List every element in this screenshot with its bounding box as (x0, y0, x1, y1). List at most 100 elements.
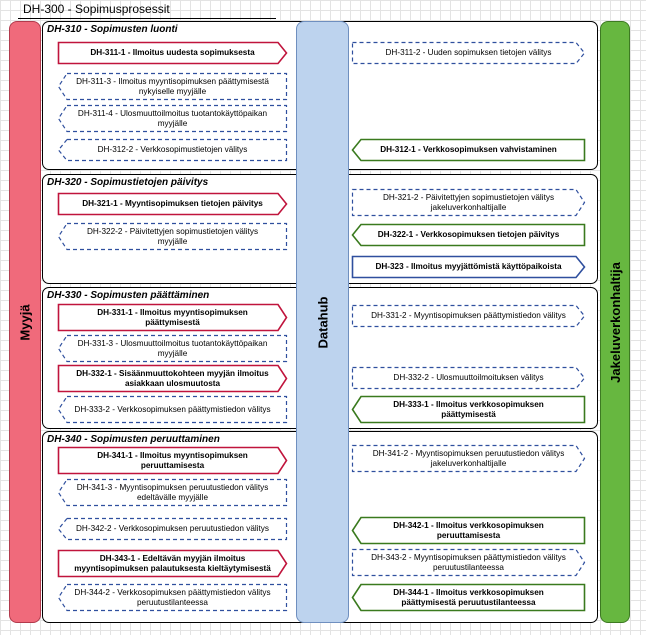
arrow-shape (57, 222, 288, 251)
message-label: DH-333-1 - Ilmoitus verkkosopimuksen pää… (393, 399, 544, 419)
message-label: DH-322-1 - Verkkosopimuksen tietojen päi… (377, 230, 560, 239)
message-label: DH-311-1 - Ilmoitus uudesta sopimuksesta (90, 48, 255, 57)
arrow-shape (351, 41, 586, 65)
message-arrow-dh-323: DH-323 - Ilmoitus myyjättömistä käyttöpa… (351, 255, 586, 279)
message-arrow-dh-343-2: DH-343-2 - Myyntisopimuksen päättymistie… (351, 548, 586, 577)
lane-distributor: Jakeluverkonhaltija (600, 21, 630, 623)
arrow-shape (57, 303, 288, 332)
arrow-outline (57, 192, 288, 216)
message-label: DH-342-1 - Ilmoitus verkkosopimuksen per… (393, 520, 544, 540)
message-arrow-dh-332-1: DH-332-1 - Sisäänmuuttokohteen myyjän il… (57, 364, 288, 393)
arrow-outline (351, 366, 586, 390)
arrow-shape (351, 138, 586, 162)
message-label: DH-332-1 - Sisäänmuuttokohteen myyjän il… (76, 368, 269, 388)
arrow-shape (351, 516, 586, 545)
section-title-310: DH-310 - Sopimusten luonti (47, 24, 178, 35)
arrow-outline (351, 583, 586, 612)
message-label: DH-343-2 - Myyntisopimuksen päättymistie… (371, 552, 566, 572)
message-label: DH-321-1 - Myyntisopimuksen tietojen päi… (82, 199, 263, 208)
message-arrow-dh-321-2: DH-321-2 - Päivitettyjen sopimustietojen… (351, 188, 586, 217)
arrow-outline (57, 334, 288, 363)
message-arrow-dh-341-2: DH-341-2 - Myyntisopimuksen peruutustied… (351, 444, 586, 473)
message-arrow-dh-342-2: DH-342-2 - Verkkosopimuksen peruutustied… (57, 517, 288, 541)
arrow-outline (57, 303, 288, 332)
message-arrow-dh-321-1: DH-321-1 - Myyntisopimuksen tietojen päi… (57, 192, 288, 216)
message-label: DH-344-1 - Ilmoitus verkkosopimuksen pää… (393, 587, 544, 607)
arrow-outline (351, 188, 586, 217)
arrow-shape (351, 188, 586, 217)
arrow-shape (57, 517, 288, 541)
arrow-shape (57, 72, 288, 101)
arrow-shape (351, 444, 586, 473)
message-arrow-dh-344-2: DH-344-2 - Verkkosopimuksen päättymistie… (57, 583, 288, 612)
section-title-330: DH-330 - Sopimusten päättäminen (47, 290, 210, 301)
arrow-shape (57, 478, 288, 507)
arrow-shape (57, 334, 288, 363)
section-title-320: DH-320 - Sopimustietojen päivitys (47, 177, 209, 188)
arrow-outline (57, 478, 288, 507)
message-label: DH-343-1 - Edeltävän myyjän ilmoitus myy… (74, 553, 271, 573)
message-label: DH-323 - Ilmoitus myyjättömistä käyttöpa… (375, 262, 562, 271)
arrow-shape (351, 583, 586, 612)
arrow-outline (351, 41, 586, 65)
arrow-outline (351, 255, 586, 279)
message-label: DH-332-2 - Ulosmuuttoilmoituksen välitys (393, 373, 544, 382)
message-arrow-dh-331-2: DH-331-2 - Myyntisopimuksen päättymistie… (351, 304, 586, 328)
message-label: DH-331-2 - Myyntisopimuksen päättymistie… (371, 311, 566, 320)
message-label: DH-312-2 - Verkkosopimustietojen välitys (97, 145, 248, 154)
arrow-shape (57, 549, 288, 578)
message-label: DH-312-1 - Verkkosopimuksen vahvistamine… (380, 145, 557, 154)
message-arrow-dh-311-2: DH-311-2 - Uuden sopimuksen tietojen väl… (351, 41, 586, 65)
message-arrow-dh-322-2: DH-322-2 - Päivitettyjen sopimustietojen… (57, 222, 288, 251)
message-arrow-dh-311-3: DH-311-3 - Ilmoitus myyntisopimuksen pää… (57, 72, 288, 101)
message-arrow-dh-342-1: DH-342-1 - Ilmoitus verkkosopimuksen per… (351, 516, 586, 545)
arrow-shape (57, 364, 288, 393)
message-arrow-dh-311-4: DH-311-4 - Ulosmuuttoilmoitus tuotantokä… (57, 104, 288, 133)
message-label: DH-311-3 - Ilmoitus myyntisopimuksen pää… (76, 76, 269, 96)
page-title: DH-300 - Sopimusprosessit (23, 2, 170, 16)
message-label: DH-311-2 - Uuden sopimuksen tietojen väl… (385, 48, 552, 57)
message-arrow-dh-312-1: DH-312-1 - Verkkosopimuksen vahvistamine… (351, 138, 586, 162)
message-arrow-dh-331-3: DH-331-3 - Ulosmuuttoilmoitus tuotantokä… (57, 334, 288, 363)
message-label: DH-311-4 - Ulosmuuttoilmoitus tuotantokä… (77, 108, 268, 128)
arrow-outline (57, 41, 288, 65)
arrow-outline (57, 517, 288, 541)
arrow-shape (351, 304, 586, 328)
arrow-outline (57, 395, 288, 424)
lane-seller: Myyjä (9, 21, 41, 623)
message-arrow-dh-331-1: DH-331-1 - Ilmoitus myyntisopimuksen pää… (57, 303, 288, 332)
lane-datahub: Datahub (296, 21, 349, 623)
arrow-outline (57, 364, 288, 393)
arrow-shape (57, 395, 288, 424)
message-label: DH-341-1 - Ilmoitus myyntisopimuksen per… (97, 450, 248, 470)
arrow-shape (351, 255, 586, 279)
message-arrow-dh-333-1: DH-333-1 - Ilmoitus verkkosopimuksen pää… (351, 395, 586, 424)
arrow-outline (57, 222, 288, 251)
arrow-shape (351, 223, 586, 247)
arrow-outline (351, 444, 586, 473)
message-label: DH-333-2 - Verkkosopimuksen päättymistie… (74, 404, 271, 414)
arrow-shape (57, 104, 288, 133)
message-arrow-dh-312-2: DH-312-2 - Verkkosopimustietojen välitys (57, 138, 288, 162)
arrow-outline (57, 549, 288, 578)
message-label: DH-342-2 - Verkkosopimuksen peruutustied… (76, 524, 269, 533)
message-label: DH-331-1 - Ilmoitus myyntisopimuksen pää… (97, 307, 248, 327)
arrow-outline (351, 138, 586, 162)
message-label: DH-341-3 - Myyntisopimuksen peruutustied… (76, 482, 269, 502)
message-arrow-dh-343-1: DH-343-1 - Edeltävän myyjän ilmoitus myy… (57, 549, 288, 578)
message-arrow-dh-333-2: DH-333-2 - Verkkosopimuksen päättymistie… (57, 395, 288, 424)
arrow-outline (351, 223, 586, 247)
arrow-shape (57, 192, 288, 216)
arrow-outline (57, 446, 288, 475)
arrow-shape (351, 395, 586, 424)
message-label: DH-331-3 - Ulosmuuttoilmoitus tuotantokä… (77, 338, 268, 358)
lane-distributor-label: Jakeluverkonhaltija (607, 261, 623, 383)
arrow-outline (351, 304, 586, 328)
arrow-outline (57, 72, 288, 101)
lane-seller-label: Myyjä (17, 303, 33, 341)
message-arrow-dh-311-1: DH-311-1 - Ilmoitus uudesta sopimuksesta (57, 41, 288, 65)
message-label: DH-344-2 - Verkkosopimuksen päättymistie… (74, 587, 271, 607)
message-label: DH-322-2 - Päivitettyjen sopimustietojen… (86, 226, 259, 246)
arrow-shape (57, 138, 288, 162)
title-underline (18, 18, 276, 19)
